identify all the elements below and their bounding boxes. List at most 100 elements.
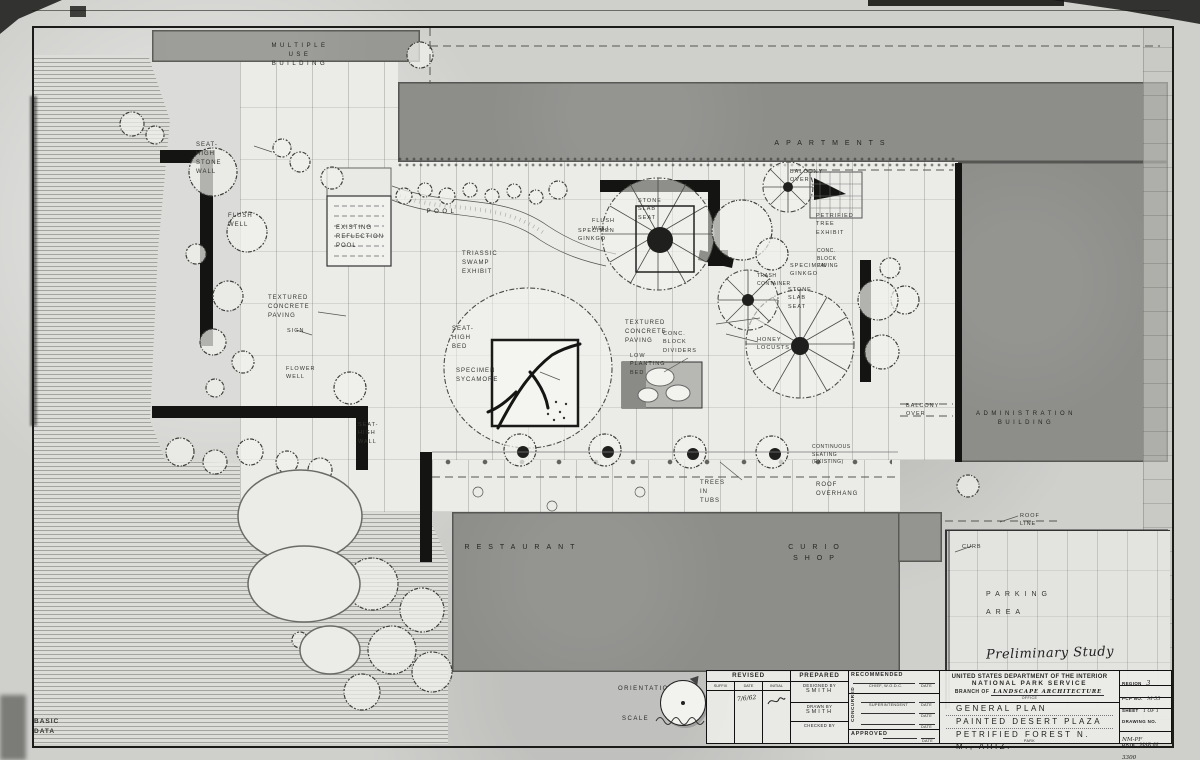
approved-header: APPROVED — [851, 731, 888, 737]
scan-artifact — [0, 695, 26, 760]
prepared-header: PREPARED — [791, 671, 848, 682]
pcp-cell: PCP NO. M-55 — [1120, 686, 1171, 702]
apartments-building-mass — [398, 82, 1168, 162]
divider — [940, 701, 1119, 703]
plan-label-stone-slab-seat-north: STONE SLAB SEAT — [638, 198, 662, 221]
paved-arcade-walk — [432, 460, 900, 512]
plan-label-stone-slab-seat-east: STONE SLAB SEAT — [788, 287, 812, 310]
drawing-no-value1: NM-PF — [1122, 737, 1143, 743]
plan-label-conc-block-paving: CONC. BLOCK PAVING — [817, 248, 839, 269]
agency-line1: UNITED STATES DEPARTMENT OF THE INTERIOR — [951, 674, 1108, 680]
plan-label-trash-container: TRASH CONTAINER — [757, 273, 791, 287]
pcp-value: M-55 — [1147, 696, 1161, 702]
scan-artifact — [1052, 0, 1200, 24]
plan-label-existing-reflection-pool: EXISTING REFLECTION POOL — [336, 225, 385, 249]
drawn-by-caption: DRAWN BY — [806, 704, 833, 709]
scan-artifact — [868, 0, 1064, 6]
plan-label-curb: CURB — [962, 544, 982, 550]
revised-suffix-cell — [707, 691, 735, 744]
date-caption: DATE — [921, 684, 933, 688]
checked-by-caption: CHECKED BY — [803, 723, 836, 728]
concurred-caption: SUPERINTENDENT — [869, 703, 909, 707]
date-caption: DATE — [922, 739, 934, 743]
date-cell: DATE MAR 66 — [1120, 732, 1171, 748]
date-label: DATE — [1122, 742, 1136, 747]
divider — [791, 721, 848, 722]
branch-prefix: BRANCH OF — [954, 688, 990, 695]
plan-label-balcony-over-apartments: BALCONY OVER — [790, 169, 824, 184]
signature-line — [861, 702, 915, 703]
plan-label-specimen-sycamore: SPECIMEN SYCAMORE — [456, 368, 499, 383]
designed-by-caption: DESIGNED BY — [802, 683, 837, 688]
approved-row: APPROVED DATE — [849, 730, 939, 743]
plan-label-multiple-use-building: MULTIPLE USE BUILDING — [271, 43, 329, 67]
date-line — [921, 738, 935, 739]
drawing-data-column: REGION 3 PCP NO. M-55 SHEET 1 OF 1 DRAWI… — [1120, 670, 1172, 760]
plan-label-textured-concrete-paving-center: TEXTURED CONCRETE PAVING — [625, 320, 667, 344]
signature-line — [861, 713, 915, 714]
designed-by-value: SMITH — [805, 688, 834, 694]
plan-label-sign: SIGN — [287, 328, 305, 334]
signature-line — [853, 683, 915, 684]
plan-label-seat-high-bed: SEAT-HIGH BED — [452, 326, 474, 350]
region-label: REGION — [1122, 681, 1142, 686]
region-cell: REGION 3 — [1120, 671, 1171, 687]
scale-label: SCALE — [622, 716, 650, 722]
date-value: MAR 66 — [1139, 743, 1159, 748]
multiple-use-building-mass — [152, 30, 420, 62]
orientation-label: ORIENTATION — [618, 686, 675, 692]
recommended-caption: CHIEF, W.O.D.C. — [869, 684, 903, 688]
vegetation-fringe — [398, 156, 958, 168]
plan-label-textured-concrete-paving-west: TEXTURED CONCRETE PAVING — [268, 295, 310, 319]
recommended-header: RECOMMENDED — [851, 672, 904, 678]
date-line — [919, 683, 935, 684]
revised-col-suffix: SUFFIX — [707, 682, 735, 690]
plan-label-seat-high-stone-wall: SEAT-HIGH STONE WALL — [196, 142, 222, 175]
park-caption: PARK — [1023, 738, 1036, 743]
date-caption: DATE — [921, 714, 933, 718]
drawn-by-value: SMITH — [805, 709, 834, 715]
drawing-no-value2: 3300 — [1122, 755, 1137, 760]
agency-line2: NATIONAL PARK SERVICE — [971, 680, 1088, 687]
date-caption: DATE — [921, 703, 933, 707]
sheet-label: SHEET — [1122, 708, 1139, 713]
office-caption: OFFICE — [1021, 695, 1038, 700]
plan-label-petrified-tree-exhibit: PETRIFIED TREE EXHIBIT — [816, 213, 854, 236]
orientation-block: ORIENTATION SCALE — [610, 678, 740, 736]
plan-label-specimen-ginkgo-center: SPECIMEN GINKGO — [578, 228, 615, 243]
pcp-label: PCP NO. — [1122, 696, 1143, 701]
paved-plaza-north — [240, 62, 398, 160]
scale-squiggle — [655, 717, 705, 725]
initial-scribble — [767, 697, 786, 705]
scan-artifact — [30, 96, 37, 426]
plan-label-parking-area: PARKING AREA — [986, 591, 1052, 616]
plan-label-restaurant: RESTAURANT — [464, 544, 582, 551]
recommended-row: RECOMMENDED CHIEF, W.O.D.C. DATE — [849, 671, 939, 694]
divider — [791, 702, 848, 703]
curio-shop-extension-mass — [898, 512, 942, 562]
arcade-ornament-row — [444, 458, 892, 468]
date-caption: DATE — [921, 725, 933, 729]
plan-label-basic-data: BASIC DATA — [34, 718, 60, 735]
revised-table: REVISED SUFFIX DATE INITIAL 7/6/62 — [706, 670, 791, 744]
branch-value: LANDSCAPE ARCHITECTURE — [991, 688, 1105, 696]
revised-body: 7/6/62 — [707, 691, 790, 744]
drawing-title-line1: GENERAL PLAN — [946, 703, 1113, 716]
revised-col-date: DATE — [735, 682, 763, 690]
region-value: 3 — [1146, 679, 1151, 687]
date-line — [919, 724, 935, 725]
drawing-no-label: DRAWING NO. — [1122, 719, 1157, 724]
signature-line — [883, 738, 917, 739]
plan-label-flower-well: FLOWER WELL — [286, 366, 316, 381]
revised-initial-cell — [763, 691, 790, 744]
plan-label-balcony-over-admin: BALCONY OVER — [906, 403, 940, 418]
drawing-no-cell: DRAWING NO. NM-PF 3300 — [1120, 709, 1171, 760]
title-band: REVISED SUFFIX DATE INITIAL 7/6/62 PREPA… — [706, 670, 1172, 760]
prepared-table: PREPARED DESIGNED BY SMITH DRAWN BY SMIT… — [791, 670, 849, 744]
compass-icon — [660, 680, 706, 726]
revised-columns: SUFFIX DATE INITIAL — [707, 682, 790, 691]
plan-label-continuous-seating-existing: CONTINUOUS SEATING (EXISTING) — [812, 444, 851, 465]
plan-label-flush-well-center: FLUSH WELL — [592, 218, 616, 233]
approval-table: RECOMMENDED CHIEF, W.O.D.C. DATE CONCURR… — [849, 670, 940, 744]
